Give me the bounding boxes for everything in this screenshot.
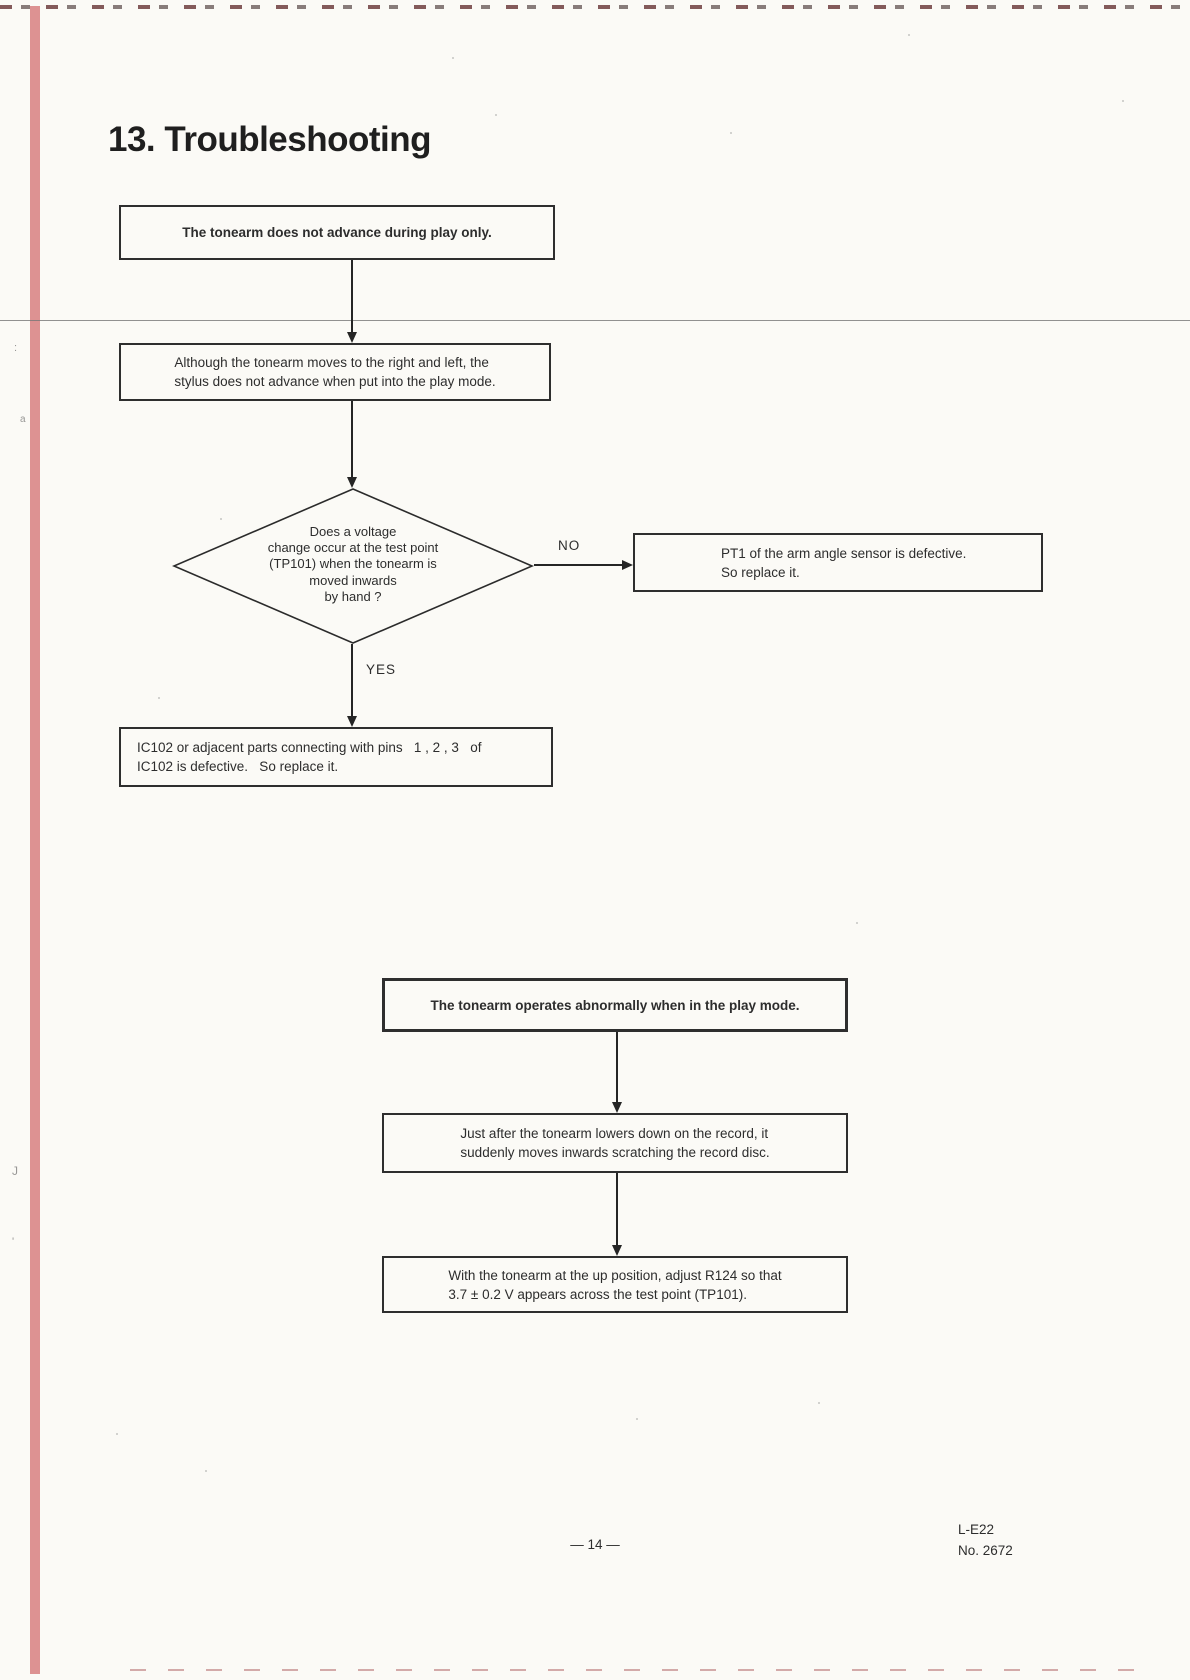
flow-arrow-down [612,1032,622,1113]
fc1-symptom-line1: Although the tonearm moves to the right … [174,355,489,370]
scan-speck [158,697,160,699]
fc1-symptom-box: Although the tonearm moves to the right … [119,343,551,401]
section-title: 13. Troubleshooting [108,120,432,159]
doc-code: L-E22 [958,1522,995,1537]
scan-speck [908,34,910,36]
margin-mark: a [20,414,26,425]
margin-mark: J [12,1164,18,1178]
scan-speck [730,132,732,134]
flow-arrow-right [534,560,633,570]
bottom-edge-scan-line [130,1669,1140,1671]
scan-speck [818,1402,820,1404]
no-label: NO [558,538,581,553]
fc2-action-box: With the tonearm at the up position, adj… [382,1256,848,1313]
fc1-yes-result-box: IC102 or adjacent parts connecting with … [119,727,553,787]
scan-speck [856,922,858,924]
fc1-start-text: The tonearm does not advance during play… [182,225,492,240]
flow-arrow-down [612,1173,622,1256]
horizontal-rule [0,320,1190,321]
doc-number: No. 2672 [958,1543,1013,1558]
top-edge-scan-line [0,5,1190,9]
fc1-yes-result-line2: IC102 is defective. So replace it. [137,759,339,774]
fc1-start-box: The tonearm does not advance during play… [119,205,555,260]
fc2-action-line2: 3.7 ± 0.2 V appears across the test poin… [448,1286,747,1302]
fc2-action-line1: With the tonearm at the up position, adj… [448,1267,782,1283]
fc2-symptom-line2: suddenly moves inwards scratching the re… [460,1145,770,1160]
scan-speck [205,1470,207,1472]
fc1-no-result-box: PT1 of the arm angle sensor is defective… [633,533,1043,592]
decision-diamond [172,488,534,644]
page-number: — 14 — [570,1537,620,1552]
fc1-no-result-line1: PT1 of the arm angle sensor is defective… [721,545,967,561]
margin-mark: : [14,342,18,354]
left-edge-red-bar [30,6,40,1674]
flow-arrow-down [347,401,357,488]
scan-speck [1122,100,1124,102]
decision-line2: change occur at the test point [267,540,439,556]
decision-text: Does a voltage change occur at the test … [192,524,514,605]
margin-mark: ' [12,1236,15,1248]
decision-line5: by hand ? [324,588,382,604]
fc2-start-box: The tonearm operates abnormally when in … [382,978,848,1032]
fc2-symptom-line1: Just after the tonearm lowers down on th… [460,1126,769,1141]
decision-line1: Does a voltage [309,524,397,539]
fc2-start-text: The tonearm operates abnormally when in … [430,997,800,1013]
flow-arrow-down [347,260,357,343]
fc2-symptom-box: Just after the tonearm lowers down on th… [382,1113,848,1173]
yes-label: YES [366,662,397,677]
decision-line4: moved inwards [309,572,397,588]
scan-speck [636,1418,638,1420]
doc-reference: L-E22 No. 2672 [958,1519,1013,1561]
fc1-no-result-line2: So replace it. [721,564,800,580]
scan-speck [220,518,222,520]
scan-speck [116,1433,118,1435]
scan-speck [495,114,497,116]
decision-line3: (TP101) when the tonearm is [269,556,437,572]
fc1-yes-result-line1: IC102 or adjacent parts connecting with … [137,740,482,755]
scan-speck [452,57,454,59]
flow-arrow-down [347,644,357,727]
fc1-symptom-line2: stylus does not advance when put into th… [174,374,496,389]
